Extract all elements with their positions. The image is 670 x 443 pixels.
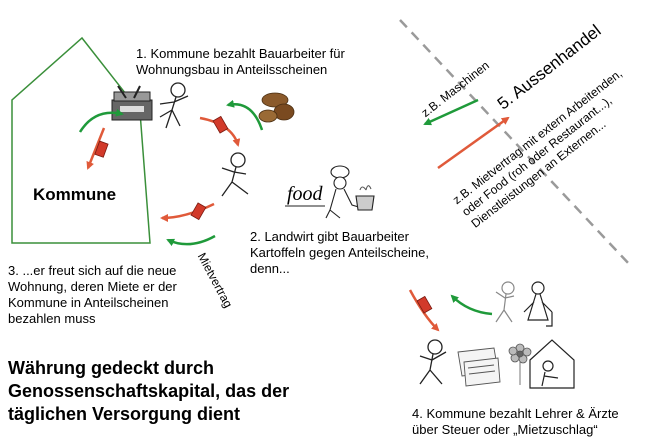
step1-label: 1. Kommune bezahlt Bauarbeiter für Wohnu… [136, 46, 345, 77]
cook-icon [325, 165, 375, 219]
kommune-house-outline [11, 36, 151, 244]
green-arrows [78, 98, 493, 316]
token-kommune [94, 140, 109, 158]
arrow-lehrer [450, 294, 493, 316]
arrow-potatoes-to-worker [226, 99, 264, 131]
arrow-mietvertrag-to-house [166, 234, 216, 247]
house-desk-icon [529, 339, 575, 389]
token-worker [212, 115, 229, 134]
arrow-farmer-to-house [160, 202, 215, 222]
step4-label: 4. Kommune bezahlt Lehrer & Ärzte über S… [412, 406, 619, 437]
teacher-icon [495, 281, 515, 323]
arrow-kommune-to-worker [78, 108, 124, 133]
food-logo-text: food [287, 183, 324, 205]
potatoes-icon [258, 92, 295, 123]
waehrung-statement: Währung gedeckt durch Genossenschaftskap… [8, 358, 290, 424]
token-teacher [416, 295, 433, 314]
kommune-label: Kommune [33, 185, 117, 204]
toolbox-icon [111, 85, 153, 121]
token-farmer [190, 202, 207, 221]
arrow-token-to-kommune [86, 127, 106, 170]
worker-stickman-icon [159, 82, 189, 129]
arrow-extern [437, 116, 510, 170]
anteilsschein-tokens [94, 115, 433, 314]
step3-label: 3. ...er freut sich auf die neue Wohnung… [8, 263, 177, 326]
papers-icon [457, 347, 501, 387]
arrow-maschinen [423, 98, 479, 126]
stickman-icon [419, 339, 447, 385]
doctor-icon [523, 281, 553, 327]
farmer-stickman-icon [221, 152, 249, 197]
flower-icon [508, 343, 532, 385]
aussenhandel-divider [399, 19, 631, 266]
food-logo-icon: food [285, 183, 325, 207]
step2-label: 2. Landwirt gibt Bauarbeiter Kartoffeln … [250, 229, 430, 276]
